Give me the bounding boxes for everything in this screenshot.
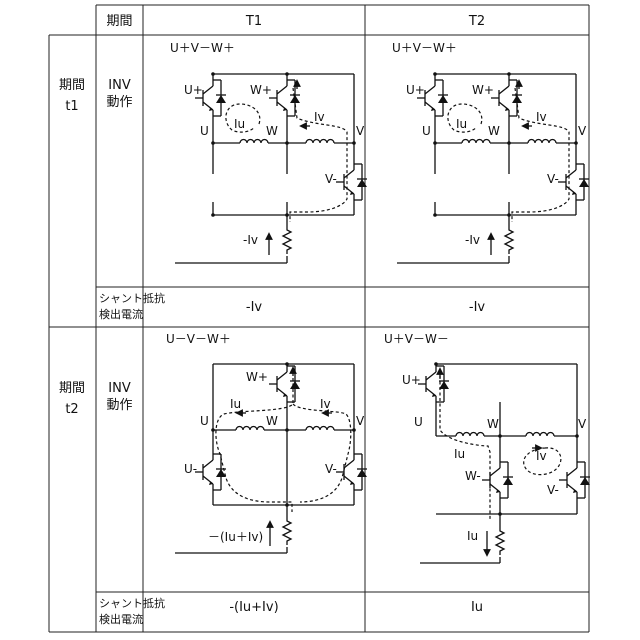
label-u-plus: U+ (402, 373, 421, 387)
row1-shunt-label-2: 検出電流 (99, 307, 143, 321)
label-w-minus: W- (465, 469, 481, 483)
node-u: U (422, 124, 431, 138)
node-u: U (414, 415, 423, 429)
current-iu: Iu (230, 397, 241, 411)
shunt-current: -Iv (465, 233, 480, 247)
current-iv: Iv (536, 449, 547, 463)
current-iv: Iv (314, 110, 325, 124)
row2-shunt-value-t1: -(Iu+Iv) (229, 600, 278, 615)
node-u: U (200, 124, 209, 138)
header-t2: T2 (468, 14, 485, 29)
node-v: V (578, 124, 587, 138)
row1-period: 期間 (59, 78, 85, 93)
circuit-row2-t1: U－V－W＋ W+ U- V- U W V Iu Iv (166, 332, 367, 553)
row1-inv: INV (108, 78, 131, 93)
row2-inv-op: 動作 (106, 398, 132, 413)
row2-shunt-label-2: 検出電流 (99, 612, 143, 626)
current-iu: Iu (454, 447, 465, 461)
node-v: V (356, 124, 365, 138)
row2-shunt-label-1: シャント抵抗 (99, 596, 165, 610)
node-v: V (578, 417, 587, 431)
node-w: W (266, 124, 278, 138)
header-period: 期間 (106, 14, 132, 29)
node-w: W (266, 414, 278, 428)
switch-state: U＋V－W＋ (170, 41, 235, 55)
node-v: V (356, 414, 365, 428)
row2-inv: INV (108, 381, 131, 396)
label-u-plus: U+ (184, 83, 203, 97)
current-iv: Iv (536, 110, 547, 124)
current-iu: Iu (456, 117, 467, 131)
label-v-minus: V- (547, 172, 559, 186)
current-iv: Iv (320, 397, 331, 411)
row1-inv-op: 動作 (106, 95, 132, 110)
current-flow-v (293, 404, 351, 502)
switch-state: U－V－W＋ (166, 332, 231, 346)
row2-shunt-value-t2: Iu (471, 600, 483, 615)
label-w-plus: W+ (246, 370, 268, 384)
shunt-current: -Iv (243, 233, 258, 247)
current-iu: Iu (234, 117, 245, 131)
switch-state: U＋V－W－ (384, 332, 449, 346)
current-flow-u (216, 378, 293, 512)
current-flow-v (512, 88, 569, 222)
label-w-plus: W+ (250, 83, 272, 97)
label-u-plus: U+ (406, 83, 425, 97)
shunt-current: －(Iu＋Iv) (208, 530, 263, 544)
shunt-current: Iu (467, 529, 478, 543)
node-u: U (200, 414, 209, 428)
label-v-minus: V- (325, 172, 337, 186)
label-v-minus: V- (547, 483, 559, 497)
row2-period-id: t2 (65, 402, 78, 417)
label-u-minus: U- (184, 462, 197, 476)
row1-period-id: t1 (65, 99, 78, 114)
header-t1: T1 (245, 14, 262, 29)
node-w: W (488, 124, 500, 138)
row2-period: 期間 (59, 381, 85, 396)
label-w-plus: W+ (472, 83, 494, 97)
switch-state: U＋V－W＋ (392, 41, 457, 55)
circuit-row2-t2: U＋V－W－ U+ W- V- U W V Iu Iv Iu (384, 332, 590, 563)
row1-shunt-value-t2: -Iv (469, 300, 486, 315)
row1-shunt-value-t1: -Iv (246, 300, 263, 315)
circuit-row1-t1: U＋V－W＋ U+ W+ V- U W V (170, 41, 367, 263)
current-flow-v (290, 88, 347, 222)
label-v-minus: V- (325, 462, 337, 476)
row1-shunt-label-1: シャント抵抗 (99, 291, 165, 305)
node-w: W (487, 417, 499, 431)
circuit-row1-t2: U＋V－W＋ U+ W+ V- U W V (392, 41, 589, 263)
